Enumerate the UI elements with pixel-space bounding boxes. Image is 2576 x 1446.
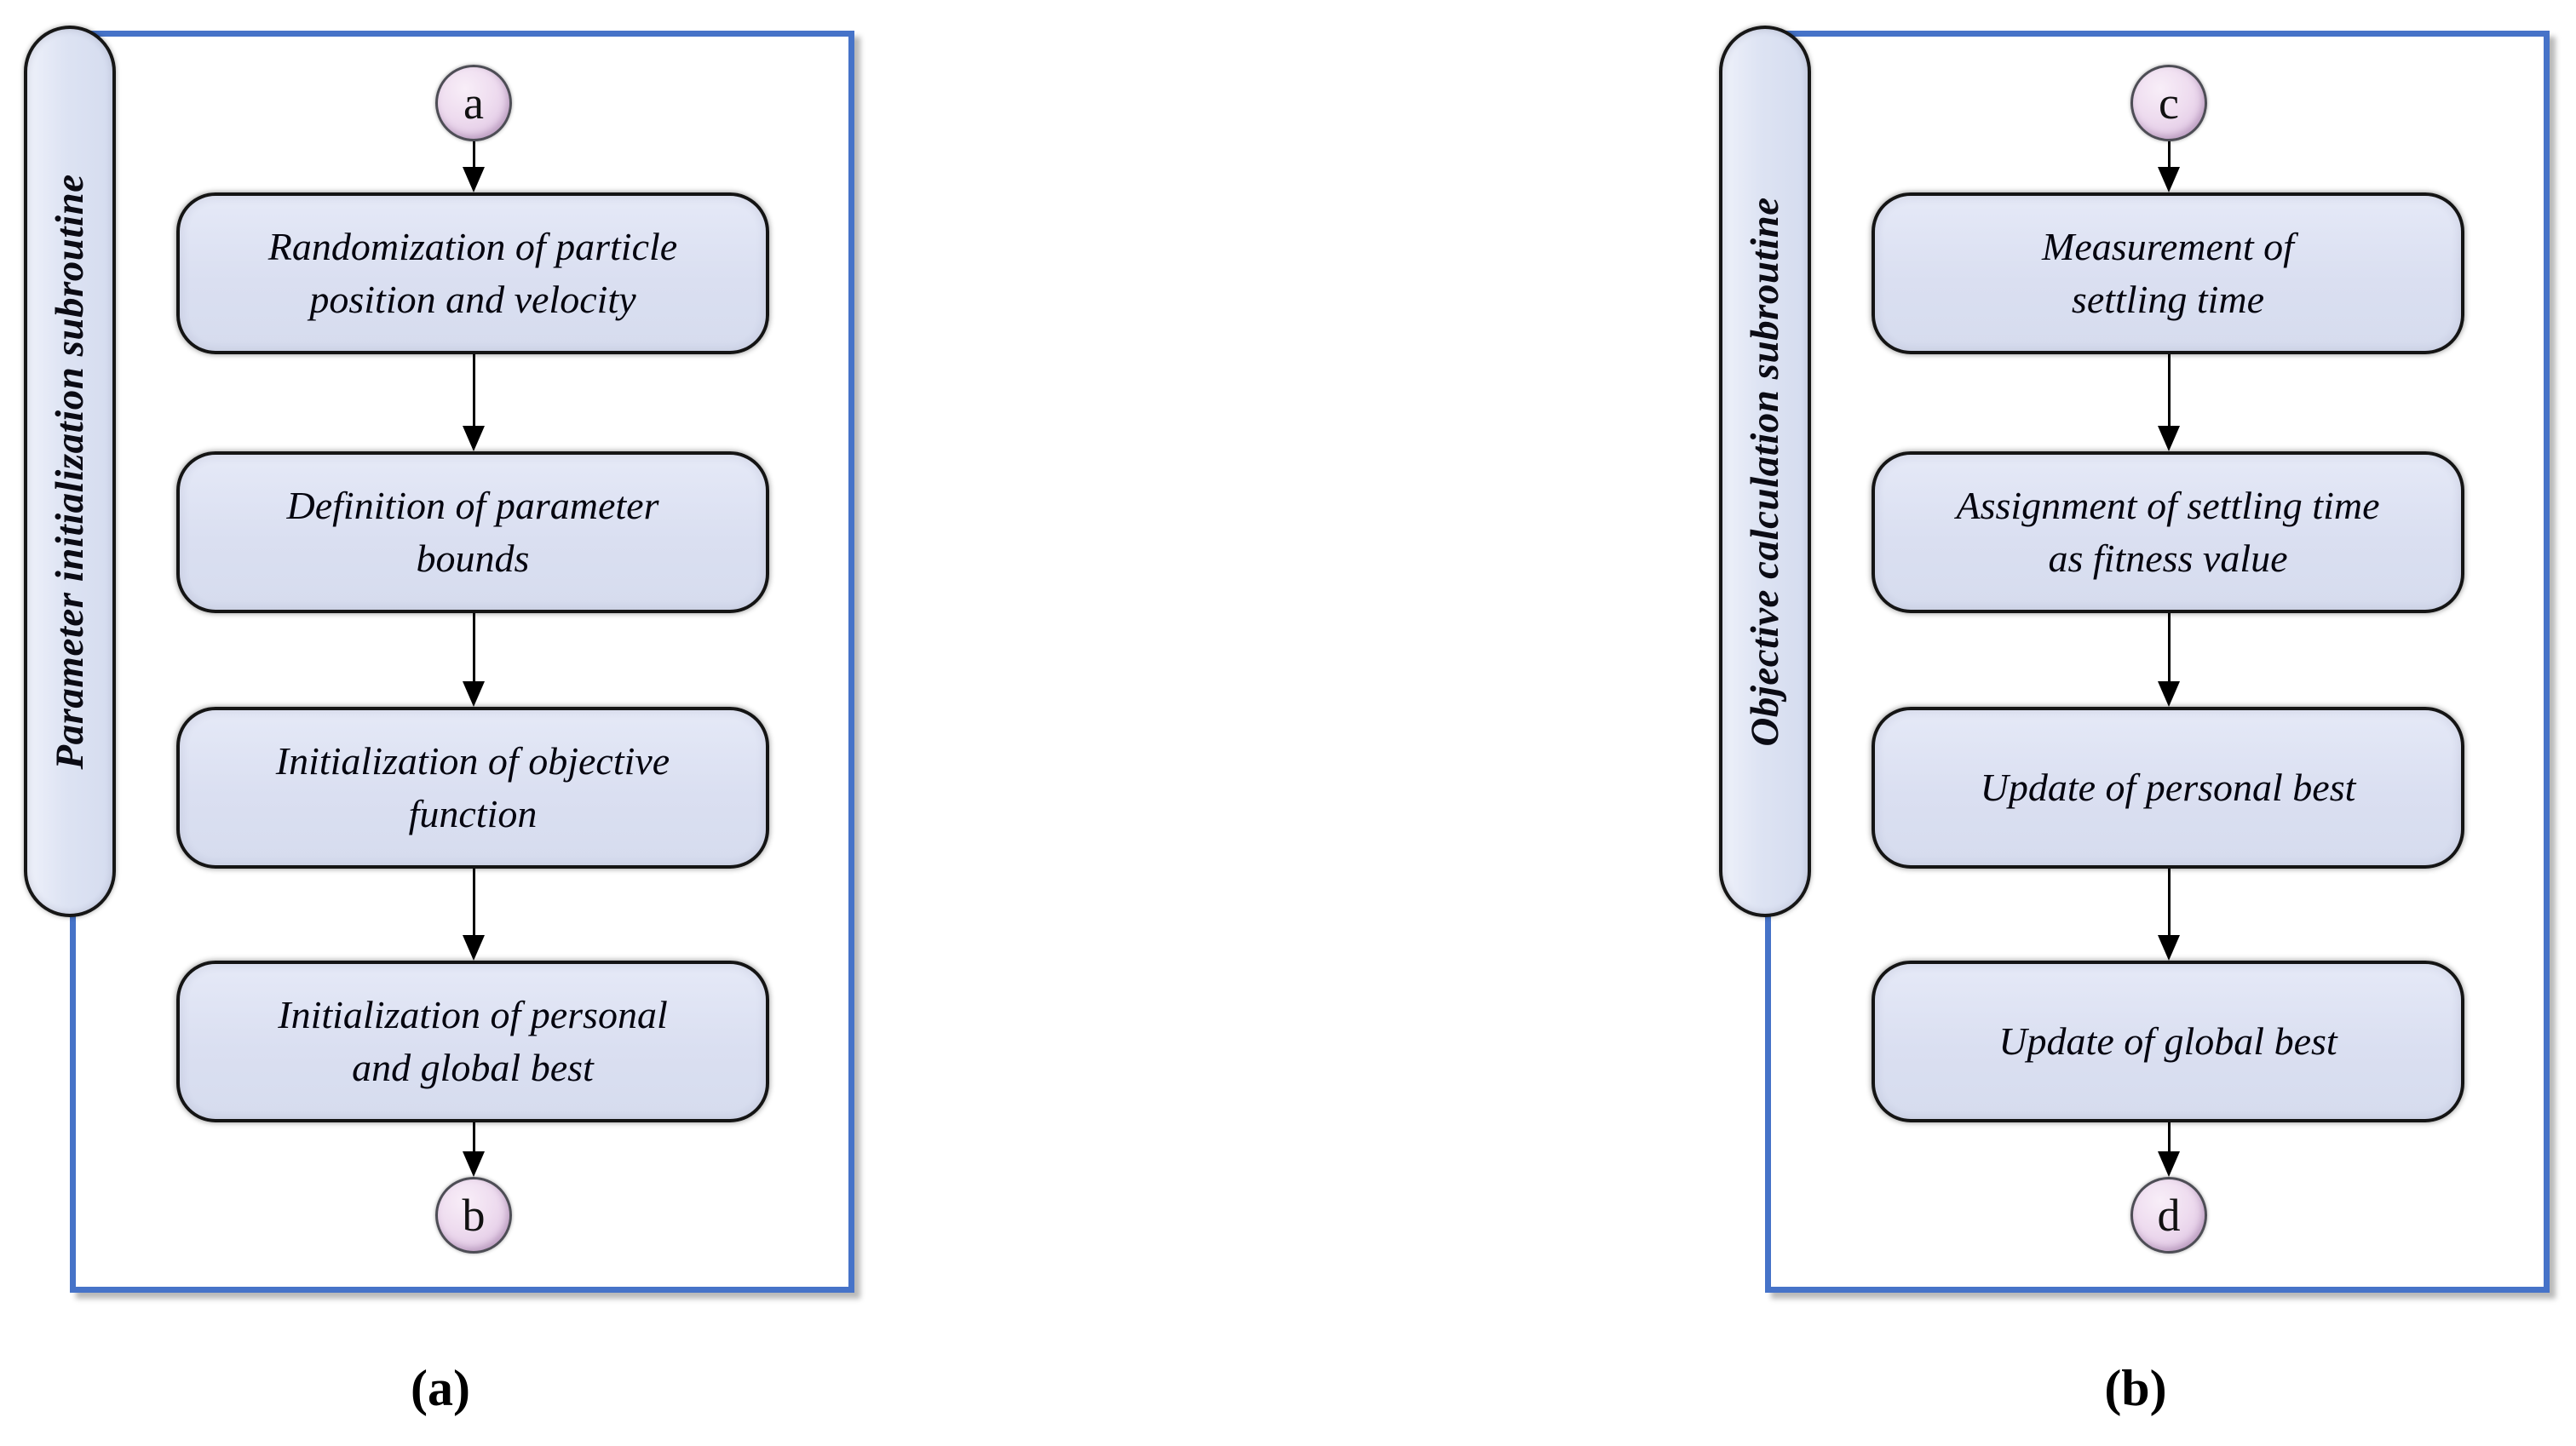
arrow-head-icon xyxy=(463,681,485,707)
arrow-shaft xyxy=(472,1122,475,1151)
arrow-head-icon xyxy=(2158,1151,2180,1177)
step-box-update-personal-best: Update of personal best xyxy=(1872,707,2464,869)
arrow-head-icon xyxy=(463,935,485,961)
end-connector-d: d xyxy=(2130,1177,2207,1254)
step-text-line: Initialization of objective xyxy=(275,739,670,783)
arrow-shaft xyxy=(472,613,475,681)
start-connector-a-label: a xyxy=(463,77,484,129)
step-text-line: Initialization of personal xyxy=(278,993,668,1036)
step-text-line: and global best xyxy=(352,1046,594,1089)
step-text-line: Update of global best xyxy=(1998,1019,2337,1063)
arrow-shaft xyxy=(2167,141,2171,167)
end-connector-b: b xyxy=(435,1177,512,1254)
step-box-parameter-bounds: Definition of parameter bounds xyxy=(176,451,769,613)
panel-b: Objective calculation subroutine c Measu… xyxy=(1695,0,2576,1446)
arrow-shaft xyxy=(472,869,475,935)
step-box-measurement: Measurement of settling time xyxy=(1872,192,2464,354)
flow-arrow xyxy=(2158,869,2180,961)
arrow-shaft xyxy=(2167,1122,2171,1151)
step-box-objective-function: Initialization of objective function xyxy=(176,707,769,869)
end-connector-d-label: d xyxy=(2157,1190,2181,1241)
side-label-b: Objective calculation subroutine xyxy=(1743,196,1787,747)
arrow-shaft xyxy=(2167,613,2171,681)
side-label-capsule-b: Objective calculation subroutine xyxy=(1719,26,1811,917)
step-text-line: bounds xyxy=(416,537,530,580)
step-box-update-global-best: Update of global best xyxy=(1872,961,2464,1122)
step-text-line: function xyxy=(408,792,538,835)
arrow-head-icon xyxy=(2158,426,2180,451)
flow-arrow xyxy=(463,869,485,961)
arrow-head-icon xyxy=(463,426,485,451)
side-label-capsule-a: Parameter initialization subroutine xyxy=(24,26,116,917)
step-text-line: Update of personal best xyxy=(1980,766,2356,809)
flow-arrow xyxy=(2158,354,2180,451)
flow-arrow xyxy=(463,613,485,707)
arrow-head-icon xyxy=(463,167,485,192)
start-connector-c: c xyxy=(2130,65,2207,141)
step-text-line: Randomization of particle xyxy=(267,225,678,268)
step-text-line: position and velocity xyxy=(309,278,636,321)
end-connector-b-label: b xyxy=(462,1190,486,1241)
flow-arrow xyxy=(2158,613,2180,707)
arrow-shaft xyxy=(472,354,475,426)
arrow-head-icon xyxy=(2158,681,2180,707)
start-connector-a: a xyxy=(435,65,512,141)
arrow-shaft xyxy=(2167,869,2171,935)
arrow-shaft xyxy=(472,141,475,167)
arrow-head-icon xyxy=(2158,167,2180,192)
caption-b: (b) xyxy=(2104,1360,2167,1416)
start-connector-c-label: c xyxy=(2159,77,2179,129)
flow-arrow xyxy=(463,141,485,192)
step-text-line: Definition of parameter xyxy=(286,484,659,527)
step-text-line: Measurement of xyxy=(2042,225,2294,268)
arrow-head-icon xyxy=(2158,935,2180,961)
step-box-randomization: Randomization of particle position and v… xyxy=(176,192,769,354)
arrow-head-icon xyxy=(463,1151,485,1177)
step-box-personal-global-best: Initialization of personal and global be… xyxy=(176,961,769,1122)
flow-arrow xyxy=(463,1122,485,1177)
step-text-line: settling time xyxy=(2071,278,2265,321)
step-text-line: as fitness value xyxy=(2048,537,2288,580)
step-text-line: Assignment of settling time xyxy=(1956,484,2380,527)
flow-arrow xyxy=(2158,141,2180,192)
arrow-shaft xyxy=(2167,354,2171,426)
panel-a: Parameter initialization subroutine a Ra… xyxy=(0,0,881,1446)
flow-arrow xyxy=(2158,1122,2180,1177)
caption-a: (a) xyxy=(411,1360,470,1416)
side-label-a: Parameter initialization subroutine xyxy=(48,173,92,770)
flow-arrow xyxy=(463,354,485,451)
step-box-assignment: Assignment of settling time as fitness v… xyxy=(1872,451,2464,613)
